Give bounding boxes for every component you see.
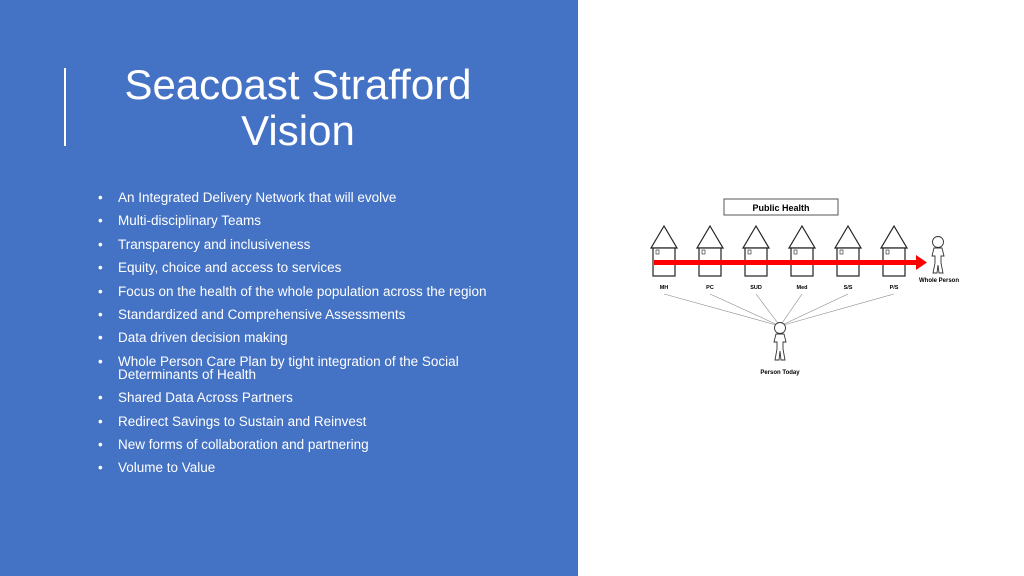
bullet-item: Equity, choice and access to services — [98, 261, 538, 275]
silo-label: P/S — [890, 285, 899, 291]
whole-person-figure — [931, 236, 945, 274]
silo-window — [747, 249, 752, 255]
silo-label: PC — [706, 285, 714, 291]
slide-title: Seacoast Strafford Vision — [90, 62, 506, 154]
silo-window — [839, 249, 844, 255]
silo-window — [793, 249, 798, 255]
bullet-item: Multi-disciplinary Teams — [98, 214, 538, 228]
connector-line — [755, 293, 781, 327]
bullet-item: Data driven decision making — [98, 331, 538, 345]
person-today-label: Person Today — [760, 370, 800, 376]
silo-house: SUD — [741, 224, 771, 291]
title-line-1: Seacoast Strafford — [124, 61, 472, 108]
bullet-item: Whole Person Care Plan by tight integrat… — [98, 354, 538, 381]
public-health-box — [723, 198, 839, 216]
silo-group: MH PC SUD Med S/S P/S — [649, 224, 909, 291]
silo-house: MH — [649, 224, 679, 291]
silo-house: PC — [695, 224, 725, 291]
connector-line — [779, 293, 803, 327]
silo-roof — [787, 224, 817, 249]
silo-window — [701, 249, 706, 255]
bullet-item: New forms of collaboration and partnerin… — [98, 438, 538, 452]
silo-roof — [695, 224, 725, 249]
silo-label: Med — [797, 285, 808, 291]
silo-roof — [741, 224, 771, 249]
bullet-list: An Integrated Delivery Network that will… — [98, 191, 538, 485]
title-accent-bar — [64, 68, 66, 146]
bullet-item: Shared Data Across Partners — [98, 391, 538, 405]
silo-label: MH — [660, 285, 669, 291]
silo-window — [655, 249, 660, 255]
integration-diagram: Public Health MH PC SUD Med S/S P/S Person To… — [649, 198, 959, 376]
bullet-item: An Integrated Delivery Network that will… — [98, 191, 538, 205]
left-panel: Seacoast Strafford Vision An Integrated … — [0, 0, 578, 576]
title-line-2: Vision — [241, 107, 355, 154]
silo-house: Med — [787, 224, 817, 291]
bullet-item: Redirect Savings to Sustain and Reinvest — [98, 414, 538, 428]
silo-window — [885, 249, 890, 255]
silo-roof — [649, 224, 679, 249]
bullet-item: Transparency and inclusiveness — [98, 238, 538, 252]
arrow-head — [916, 255, 927, 270]
silo-roof — [879, 224, 909, 249]
connector-line — [663, 293, 781, 327]
connector-line — [709, 293, 781, 327]
bullet-item: Standardized and Comprehensive Assessmen… — [98, 308, 538, 322]
public-health-label: Public Health — [752, 203, 809, 213]
connector-line — [779, 293, 849, 327]
arrow-shaft — [654, 260, 918, 265]
person-today-figure — [773, 322, 787, 361]
silo-house: P/S — [879, 224, 909, 291]
silo-label: S/S — [844, 285, 853, 291]
silo-label: SUD — [750, 285, 762, 291]
integration-arrow — [654, 255, 927, 270]
bullet-item: Volume to Value — [98, 461, 538, 475]
silo-roof — [833, 224, 863, 249]
bullet-item: Focus on the health of the whole populat… — [98, 284, 538, 298]
connector-line — [779, 293, 895, 327]
connector-lines — [663, 293, 895, 327]
silo-house: S/S — [833, 224, 863, 291]
whole-person-label: Whole Person — [919, 278, 959, 284]
